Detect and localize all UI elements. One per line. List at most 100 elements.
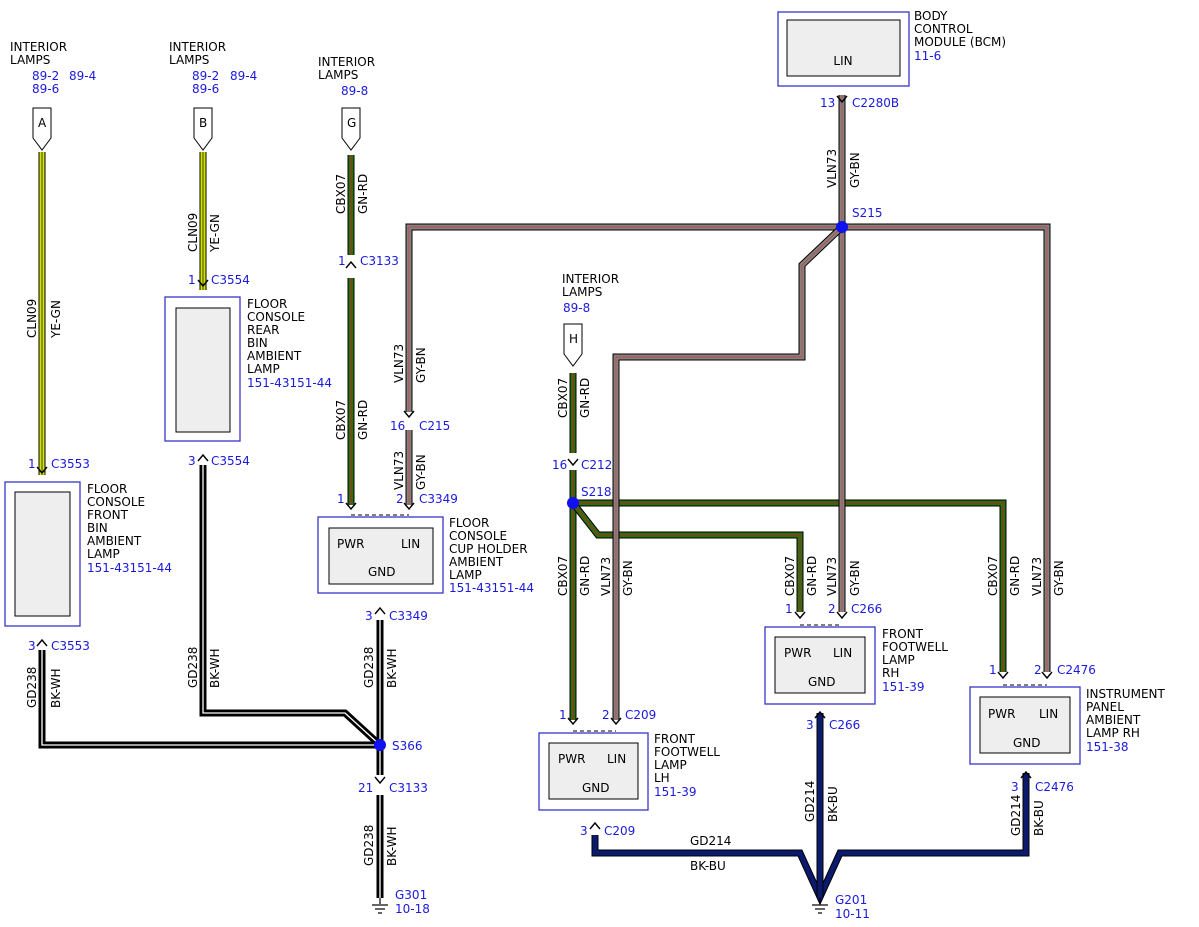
svg-text:CBX07: CBX07 bbox=[986, 556, 1000, 596]
svg-text:151-39: 151-39 bbox=[654, 785, 697, 799]
svg-text:S215: S215 bbox=[852, 206, 883, 220]
ref-b-page-3[interactable]: 89-6 bbox=[192, 82, 219, 96]
rear-bin-lamp-box bbox=[164, 296, 241, 442]
svg-text:FRONT: FRONT bbox=[87, 508, 129, 522]
svg-text:LIN: LIN bbox=[1039, 707, 1058, 721]
svg-text:CBX07: CBX07 bbox=[556, 378, 570, 418]
svg-text:GY-BN: GY-BN bbox=[848, 152, 862, 188]
svg-text:1: 1 bbox=[989, 663, 997, 677]
svg-text:BIN: BIN bbox=[247, 336, 268, 350]
ref-a-page-2[interactable]: 89-4 bbox=[69, 69, 96, 83]
svg-text:C3553: C3553 bbox=[51, 457, 90, 471]
svg-text:3: 3 bbox=[188, 454, 196, 468]
ref-flag-g[interactable] bbox=[341, 107, 361, 151]
svg-text:AMBIENT: AMBIENT bbox=[1086, 713, 1141, 727]
svg-text:BIN: BIN bbox=[87, 521, 108, 535]
footwell-rh-pins: PWR LIN GND bbox=[784, 646, 852, 689]
svg-text:AMBIENT: AMBIENT bbox=[449, 555, 504, 569]
svg-text:C209: C209 bbox=[604, 824, 635, 838]
front-bin-lamp-box bbox=[4, 481, 81, 627]
svg-text:PANEL: PANEL bbox=[1086, 700, 1124, 714]
svg-text:GY-BN: GY-BN bbox=[621, 560, 635, 596]
svg-text:BK-BU: BK-BU bbox=[826, 786, 840, 822]
svg-text:C3133: C3133 bbox=[389, 781, 428, 795]
svg-text:1: 1 bbox=[338, 254, 346, 268]
svg-text:BK-WH: BK-WH bbox=[385, 826, 399, 866]
svg-text:LAMP: LAMP bbox=[247, 362, 280, 376]
svg-text:AMBIENT: AMBIENT bbox=[87, 534, 142, 548]
svg-text:GN-RD: GN-RD bbox=[1008, 556, 1022, 596]
ref-a-letter: A bbox=[38, 116, 47, 130]
svg-text:C2476: C2476 bbox=[1057, 663, 1096, 677]
ref-b-page-1[interactable]: 89-2 bbox=[192, 69, 219, 83]
svg-text:2: 2 bbox=[828, 602, 836, 616]
ref-g-title-2: LAMPS bbox=[318, 68, 358, 82]
ip-lamp-pins: PWR LIN GND bbox=[988, 707, 1058, 750]
svg-text:21: 21 bbox=[358, 781, 373, 795]
svg-text:GY-BN: GY-BN bbox=[848, 560, 862, 596]
ref-b-page-2[interactable]: 89-4 bbox=[230, 69, 257, 83]
svg-text:AMBIENT: AMBIENT bbox=[247, 349, 302, 363]
ref-flag-b[interactable] bbox=[193, 107, 213, 151]
svg-text:C266: C266 bbox=[851, 602, 882, 616]
ref-flag-a[interactable] bbox=[32, 107, 52, 151]
svg-text:GN-RD: GN-RD bbox=[356, 400, 370, 440]
svg-text:GD238: GD238 bbox=[362, 647, 376, 688]
svg-text:BK-BU: BK-BU bbox=[1032, 800, 1046, 836]
ref-g-letter: G bbox=[347, 116, 356, 130]
svg-text:VLN73: VLN73 bbox=[599, 557, 613, 596]
ref-h-title-1: INTERIOR bbox=[562, 272, 619, 286]
footwell-rh-lamp-box bbox=[764, 624, 876, 705]
svg-text:C2476: C2476 bbox=[1035, 780, 1074, 794]
ref-a-page-1[interactable]: 89-2 bbox=[32, 69, 59, 83]
svg-text:GY-BN: GY-BN bbox=[414, 454, 428, 490]
svg-text:BK-WH: BK-WH bbox=[385, 648, 399, 688]
connector-labels: 1 C3553 3 C3553 1 C3554 3 C3554 1 C3133 … bbox=[28, 254, 1096, 838]
splice-s366[interactable] bbox=[374, 739, 386, 751]
svg-text:151-43151-44: 151-43151-44 bbox=[449, 581, 534, 595]
svg-text:VLN73: VLN73 bbox=[825, 149, 839, 188]
svg-text:3: 3 bbox=[806, 718, 814, 732]
svg-text:GD238: GD238 bbox=[25, 667, 39, 708]
svg-text:151-43151-44: 151-43151-44 bbox=[247, 376, 332, 390]
svg-text:CBX07: CBX07 bbox=[334, 174, 348, 214]
ref-h-title-2: LAMPS bbox=[562, 285, 602, 299]
svg-text:LIN: LIN bbox=[833, 646, 852, 660]
footwell-lh-title: FRONT FOOTWELL LAMP LH 151-39 bbox=[654, 732, 720, 799]
cup-holder-title: FLOOR CONSOLE CUP HOLDER AMBIENT LAMP 15… bbox=[449, 516, 534, 595]
svg-text:GY-BN: GY-BN bbox=[414, 347, 428, 383]
svg-text:GN-RD: GN-RD bbox=[805, 556, 819, 596]
svg-text:2: 2 bbox=[396, 492, 404, 506]
splice-s215[interactable] bbox=[836, 221, 848, 233]
svg-text:RH: RH bbox=[882, 666, 899, 680]
ref-h-page-1[interactable]: 89-8 bbox=[563, 301, 590, 315]
svg-text:LAMP: LAMP bbox=[87, 547, 120, 561]
svg-text:GD214: GD214 bbox=[690, 834, 731, 848]
wire-bk-bu bbox=[591, 713, 1030, 906]
ground-g301-icon bbox=[372, 898, 388, 914]
svg-text:151-43151-44: 151-43151-44 bbox=[87, 561, 172, 575]
svg-text:C3553: C3553 bbox=[51, 639, 90, 653]
svg-text:C209: C209 bbox=[625, 708, 656, 722]
ref-b-title-2: LAMPS bbox=[169, 53, 209, 67]
footwell-lh-lamp-box bbox=[538, 730, 649, 811]
bcm-page[interactable]: 11-6 bbox=[914, 49, 941, 63]
svg-text:GN-RD: GN-RD bbox=[356, 174, 370, 214]
splice-s218[interactable] bbox=[567, 497, 579, 509]
svg-text:GND: GND bbox=[582, 781, 610, 795]
ref-b-title-1: INTERIOR bbox=[169, 40, 226, 54]
ref-a-page-3[interactable]: 89-6 bbox=[32, 82, 59, 96]
svg-text:3: 3 bbox=[28, 639, 36, 653]
ref-flag-h[interactable] bbox=[563, 323, 583, 367]
svg-text:1: 1 bbox=[785, 602, 793, 616]
svg-text:CLN09: CLN09 bbox=[186, 213, 200, 252]
svg-text:BK-WH: BK-WH bbox=[49, 668, 63, 708]
footwell-rh-title: FRONT FOOTWELL LAMP RH 151-39 bbox=[882, 627, 948, 694]
cup-holder-lamp-box bbox=[317, 514, 444, 594]
svg-text:VLN73: VLN73 bbox=[825, 557, 839, 596]
svg-text:1: 1 bbox=[188, 273, 196, 287]
svg-text:C215: C215 bbox=[419, 419, 450, 433]
svg-text:GND: GND bbox=[368, 565, 396, 579]
ref-g-page-1[interactable]: 89-8 bbox=[341, 84, 368, 98]
